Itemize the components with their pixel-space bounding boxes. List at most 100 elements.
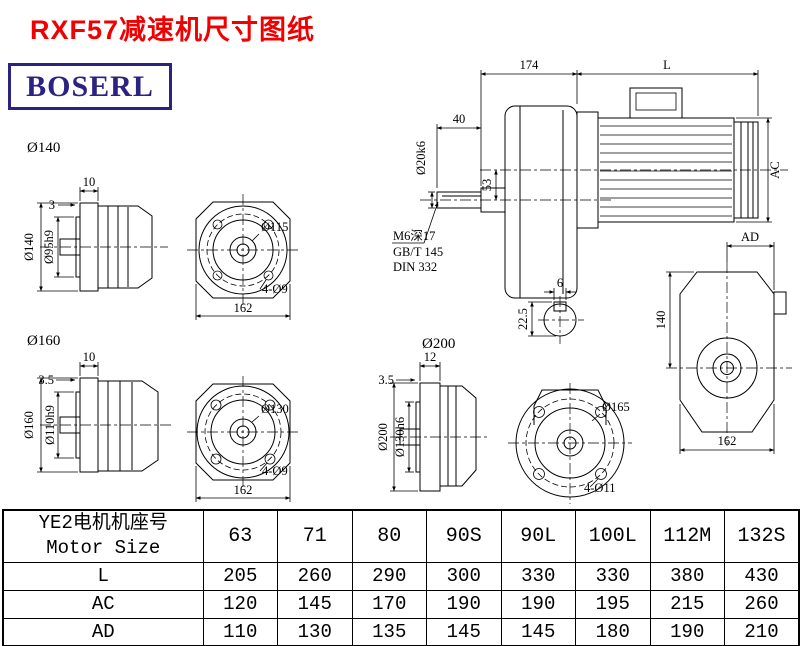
table-row-AC: AC 120 145 170 190 190 195 215 260 — [2, 589, 800, 619]
bolt-hole — [212, 219, 223, 230]
dim-side-width: AD — [741, 230, 759, 244]
row-label: AC — [2, 589, 204, 619]
dim-bolt-circle: Ø130 — [261, 402, 289, 416]
cell: 215 — [649, 589, 725, 619]
bolt-hole — [263, 219, 274, 230]
dim-face-width: 12 — [424, 350, 437, 364]
view-flange200-front: Ø165 4-Ø11 — [508, 383, 632, 504]
gear-housing — [439, 385, 477, 487]
fan-cowl — [733, 121, 759, 219]
view-flange140-front: Ø115 4-Ø9 162 — [187, 194, 299, 320]
dim-motor-height: AC — [768, 161, 782, 178]
dim-outer-dia: Ø160 — [22, 411, 36, 439]
keyway-slot — [553, 301, 567, 312]
view-flange200-side: Ø200 12 3.5 Ø200 Ø130h6 — [376, 336, 488, 492]
bolt-hole — [533, 406, 545, 418]
cell: 290 — [351, 561, 427, 591]
view-flange140-side: Ø140 10 3 Ø140 Ø95h9 — [22, 140, 168, 292]
col-header: 100L — [575, 509, 651, 563]
dim-key-width: 6 — [557, 276, 563, 290]
page-title: RXF57减速机尺寸图纸 — [30, 15, 316, 45]
flange200-title: Ø200 — [422, 336, 455, 352]
note-standard-gb: GB/T 145 — [393, 245, 443, 259]
cell: 205 — [202, 561, 278, 591]
dim-bolt-circle: Ø165 — [602, 400, 630, 414]
flange140-title: Ø140 — [27, 140, 60, 156]
cell: 170 — [351, 589, 427, 619]
cell: 145 — [426, 617, 502, 646]
cell: 180 — [575, 617, 651, 646]
cell: 190 — [426, 589, 502, 619]
dim-bolt-circle: Ø115 — [261, 220, 288, 234]
cell: 380 — [649, 561, 725, 591]
view-flange160-front: Ø130 4-Ø9 162 — [187, 376, 299, 502]
input-stub — [773, 291, 787, 315]
dim-face-width: 10 — [83, 350, 96, 364]
dim-spigot-dia: Ø110h9 — [43, 405, 57, 445]
table-row-AD: AD 110 130 135 145 145 180 190 210 — [2, 617, 800, 646]
header-motor-size: YE2电机机座号 Motor Size — [2, 509, 204, 563]
table-row-L: L 205 260 290 300 330 330 380 430 — [2, 561, 800, 591]
dim-spigot-dia: Ø130h6 — [393, 417, 407, 457]
dim-shaft-length: 40 — [453, 112, 466, 126]
cell: 135 — [351, 617, 427, 646]
header-motor-size-cn: YE2电机机座号 — [38, 512, 168, 535]
dim-holes: 4-Ø9 — [262, 282, 288, 296]
cell: 210 — [724, 617, 800, 646]
cell: 120 — [202, 589, 278, 619]
dim-case-width: 162 — [718, 434, 737, 448]
housing-front-outline — [195, 201, 291, 299]
housing-rear-outline — [679, 271, 775, 433]
dim-outer-dia: Ø140 — [22, 233, 36, 261]
dim-face-width: 10 — [83, 175, 96, 189]
cell: 190 — [649, 617, 725, 646]
cell: 430 — [724, 561, 800, 591]
gear-housing — [97, 205, 153, 289]
motor-size-table: YE2电机机座号 Motor Size 63 71 80 90S 90L 100… — [2, 509, 800, 646]
cell: 300 — [426, 561, 502, 591]
bolt-hole — [595, 406, 607, 418]
dim-spigot-dia: Ø95h9 — [42, 230, 56, 264]
motor-fins — [600, 125, 732, 217]
bolt-hole — [264, 453, 276, 465]
col-header: 80 — [351, 509, 427, 563]
note-tapped-hole: M6深17 — [393, 229, 435, 243]
cell: 260 — [724, 589, 800, 619]
dim-width: 162 — [234, 483, 253, 497]
bolt-hole — [210, 399, 222, 411]
dim-key-depth: 22.5 — [516, 308, 530, 330]
col-header: 132S — [724, 509, 800, 563]
row-label: AD — [2, 617, 204, 646]
dim-offset: 53 — [480, 179, 494, 192]
keyway-section: 6 22.5 — [516, 276, 584, 344]
dimension-drawing: Ø140 10 3 Ø140 Ø95h9 — [22, 58, 792, 504]
dim-gearcase-length: 174 — [520, 58, 540, 72]
main-assembly-view: 174 L 40 Ø20k6 53 M6深17 GB/T 145 DIN 332… — [392, 58, 792, 454]
logo-text: BOSERL — [26, 69, 154, 103]
dim-outer-dia: Ø200 — [376, 423, 390, 451]
cell: 190 — [500, 589, 576, 619]
cell: 130 — [277, 617, 353, 646]
col-header: 90S — [426, 509, 502, 563]
dim-holes: 4-Ø11 — [584, 481, 615, 495]
col-header: 71 — [277, 509, 353, 563]
rear-view: AD 140 162 — [654, 230, 792, 454]
bolt-hole — [263, 270, 274, 281]
dim-case-height: 140 — [654, 311, 668, 330]
dim-lip: 3 — [49, 198, 55, 212]
flange160-title: Ø160 — [27, 333, 60, 349]
note-standard-din: DIN 332 — [393, 260, 437, 274]
row-label: L — [2, 561, 204, 591]
gear-housing — [97, 380, 159, 472]
housing-front-outline — [195, 383, 291, 481]
col-header: 63 — [202, 509, 278, 563]
dim-motor-length: L — [663, 58, 671, 72]
header-motor-size-en: Motor Size — [46, 537, 161, 560]
table-header-row: YE2电机机座号 Motor Size 63 71 80 90S 90L 100… — [2, 509, 800, 563]
bolt-hole — [210, 453, 222, 465]
cell: 195 — [575, 589, 651, 619]
bolt-hole — [533, 468, 545, 480]
cell: 260 — [277, 561, 353, 591]
cell: 145 — [500, 617, 576, 646]
terminal-box — [629, 87, 683, 119]
